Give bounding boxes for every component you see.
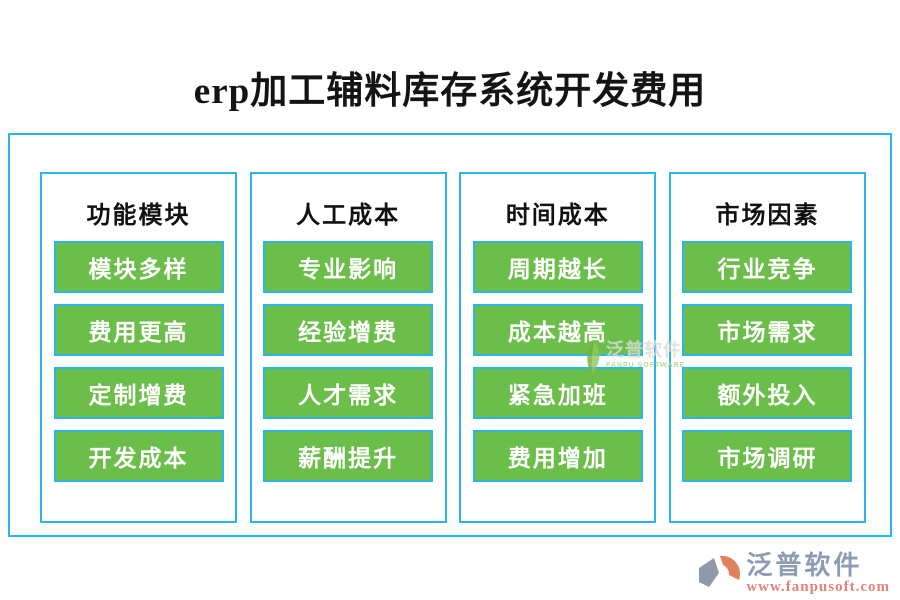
page-title: erp加工辅料库存系统开发费用 [193,71,707,112]
factor-button[interactable]: 开发成本 [53,430,224,482]
factor-button[interactable]: 额外投入 [682,367,853,419]
column-header: 市场因素 [715,202,820,229]
factor-button[interactable]: 专业影响 [263,241,434,293]
factor-button[interactable]: 人才需求 [263,367,434,419]
factor-button[interactable]: 经验增费 [263,304,434,356]
column-function-modules: 功能模块 模块多样 费用更高 定制增费 开发成本 [40,172,237,523]
fanpu-logo-text-block: 泛普软件 www.fanpusoft.com [746,551,890,596]
column-header: 功能模块 [86,202,191,229]
factor-button[interactable]: 紧急加班 [472,367,643,419]
column-header: 人工成本 [296,202,401,229]
factor-button[interactable]: 薪酬提升 [263,430,434,482]
factor-button[interactable]: 市场调研 [682,430,853,482]
fanpu-logo-icon [699,555,741,587]
factor-button[interactable]: 费用增加 [472,430,643,482]
main-panel: 功能模块 模块多样 费用更高 定制增费 开发成本 人工成本 专业影响 经验增费 … [8,133,892,537]
column-header: 时间成本 [505,202,610,229]
factor-button[interactable]: 成本越高 [472,304,643,356]
column-labor-cost: 人工成本 专业影响 经验增费 人才需求 薪酬提升 [249,172,447,523]
column-time-cost: 时间成本 周期越长 成本越高 紧急加班 费用增加 [459,172,657,523]
fanpu-logo-link[interactable]: 泛普软件 www.fanpusoft.com [698,551,890,596]
factor-button[interactable]: 费用更高 [53,304,224,356]
fanpu-logo-name: 泛普软件 [746,550,863,580]
factor-button[interactable]: 行业竞争 [682,241,853,293]
panel-inner: 功能模块 模块多样 费用更高 定制增费 开发成本 人工成本 专业影响 经验增费 … [10,135,890,535]
factor-button[interactable]: 市场需求 [682,304,853,356]
factor-button[interactable]: 模块多样 [53,241,224,293]
factor-button[interactable]: 周期越长 [472,241,643,293]
fanpu-logo-url: www.fanpusoft.com [746,579,890,595]
factor-button[interactable]: 定制增费 [53,367,224,419]
column-market-factors: 市场因素 行业竞争 市场需求 额外投入 市场调研 [668,172,866,523]
